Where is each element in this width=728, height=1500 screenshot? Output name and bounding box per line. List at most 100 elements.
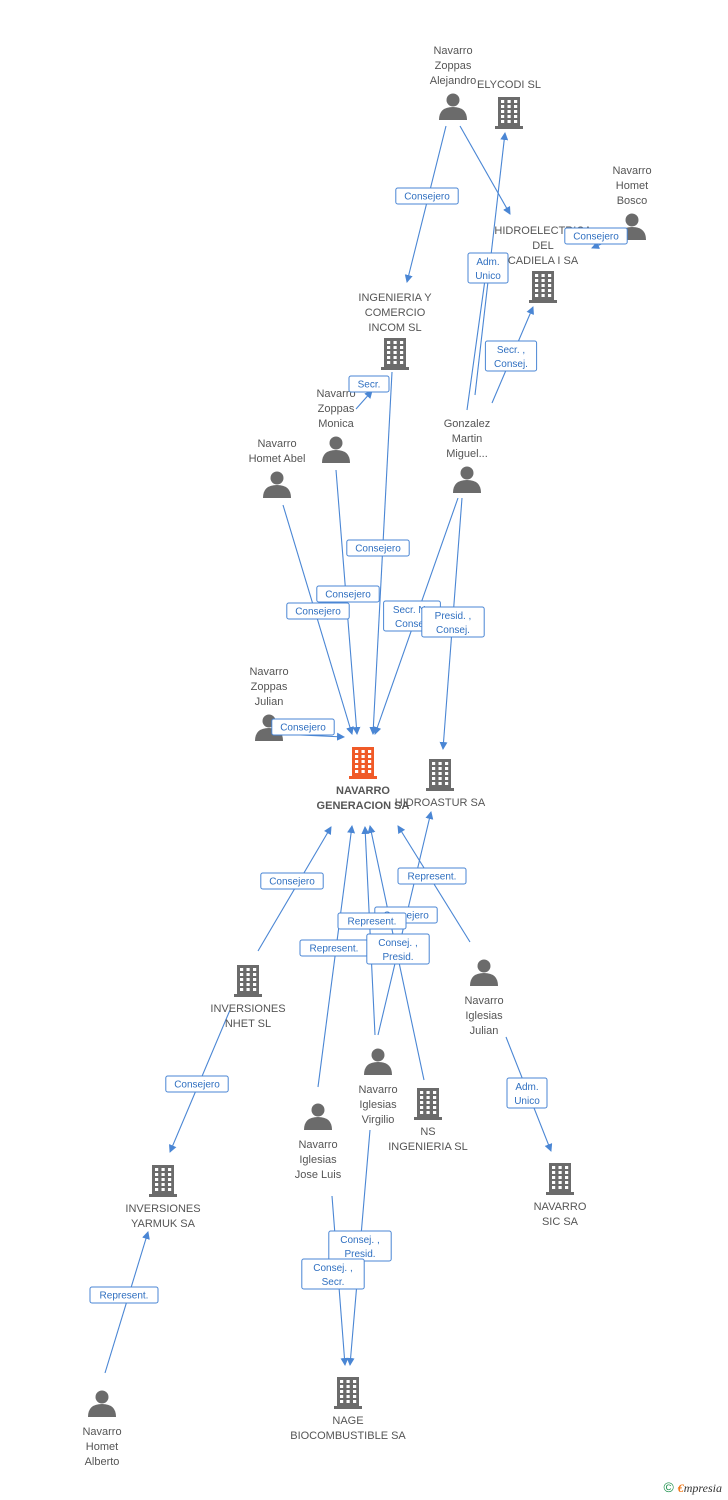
edge-label: Consejero xyxy=(165,1075,229,1093)
node-label-line: Bosco xyxy=(617,195,648,207)
node-label-line: INVERSIONES xyxy=(210,1003,285,1015)
edge-label-text: Represent. xyxy=(100,1291,149,1302)
node-label-line: NAGE xyxy=(332,1415,363,1427)
node-label-line: CADIELA I SA xyxy=(508,255,579,267)
node-label-line: INVERSIONES xyxy=(125,1203,200,1215)
node-label-line: Navarro xyxy=(298,1139,337,1151)
edge-label: Consejero xyxy=(271,718,335,736)
building-icon xyxy=(149,1165,177,1197)
person-icon xyxy=(322,436,350,463)
node-label-line: Monica xyxy=(318,418,354,430)
edge-label-text: Consejero xyxy=(280,723,326,734)
node-label-line: Martin xyxy=(452,433,483,445)
node-label-line: Homet Abel xyxy=(249,453,306,465)
copyright-symbol: © xyxy=(663,1479,674,1495)
building-icon xyxy=(381,338,409,370)
node-label-line: Navarro xyxy=(249,666,288,678)
node-label-line: Jose Luis xyxy=(295,1169,342,1181)
node-label-line: Julian xyxy=(255,696,284,708)
edge-label-text: Adm. xyxy=(515,1082,538,1093)
edge-label-text: Adm. xyxy=(476,257,499,268)
person-icon xyxy=(364,1048,392,1075)
edge-label-text: Secr. xyxy=(322,1277,345,1288)
edge-label: Consejero xyxy=(346,539,410,557)
edge-label: Consejero xyxy=(316,585,380,603)
node-label-line: Miguel... xyxy=(446,448,488,460)
edge-label-text: Represent. xyxy=(348,917,397,928)
edge-label-text: Presid. , xyxy=(435,611,472,622)
building-icon xyxy=(334,1377,362,1409)
node-label-line: COMERCIO xyxy=(365,307,426,319)
node-label-line: Navarro xyxy=(316,388,355,400)
person-icon xyxy=(263,471,291,498)
node-label-line: Iglesias xyxy=(299,1154,337,1166)
footer-brand[interactable]: ©€mpresia xyxy=(663,1479,722,1496)
node-elycodi[interactable]: ELYCODI SL xyxy=(477,79,541,129)
building-icon xyxy=(546,1163,574,1195)
node-label-line: NAVARRO xyxy=(534,1201,587,1213)
node-label-line: INGENIERIA Y xyxy=(358,292,432,304)
building-icon xyxy=(495,97,523,129)
edge-label-text: Secr. , xyxy=(497,345,525,356)
edge-label: Adm.Unico xyxy=(467,252,509,284)
node-label-line: ELYCODI SL xyxy=(477,79,541,91)
edge-label: Consejero xyxy=(564,227,628,245)
edge-label-text: Represent. xyxy=(310,944,359,955)
building-icon xyxy=(234,965,262,997)
edge-alejandro-hidroelectrica xyxy=(459,125,511,215)
edge-virgilio-main xyxy=(361,826,376,1036)
node-label-line: DEL xyxy=(532,240,553,252)
edge-label-text: Consejero xyxy=(174,1080,220,1091)
person-icon xyxy=(88,1390,116,1417)
node-label-line: HIDROASTUR SA xyxy=(395,797,486,809)
node-label-line: Julian xyxy=(470,1025,499,1037)
node-nage[interactable]: NAGE BIOCOMBUSTIBLE SA xyxy=(290,1377,406,1442)
edge-label: Secr. xyxy=(348,375,390,393)
node-label-line: BIOCOMBUSTIBLE SA xyxy=(290,1430,406,1442)
node-label-line: Navarro xyxy=(82,1426,121,1438)
empresia-logo: €mpresia xyxy=(677,1481,722,1495)
edge-label-text: Consej. xyxy=(436,625,470,636)
node-label-line: NS xyxy=(420,1126,435,1138)
node-label-line: Zoppas xyxy=(435,60,472,72)
edge-label-text: Consejero xyxy=(355,544,401,555)
edge-label: Represent. xyxy=(299,939,369,957)
node-label-line: Gonzalez xyxy=(444,418,490,430)
edge-label: Consejero xyxy=(286,602,350,620)
person-icon xyxy=(439,93,467,120)
node-hidroastur[interactable]: HIDROASTUR SA xyxy=(395,759,486,809)
edge-label-text: Consejero xyxy=(573,232,619,243)
edge-label: Consejero xyxy=(395,187,459,205)
building-icon xyxy=(426,759,454,791)
node-label-line: Alejandro xyxy=(430,75,476,87)
edge-label-text: Secr. No xyxy=(393,605,432,616)
node-label-line: Zoppas xyxy=(318,403,355,415)
edge-label: Consej. ,Presid. xyxy=(328,1230,392,1262)
node-gonzalez[interactable]: GonzalezMartinMiguel... xyxy=(444,418,490,493)
edge-monica-ingenieria_comercio xyxy=(355,390,373,410)
node-label-line: Homet xyxy=(86,1441,118,1453)
edge-label: Adm.Unico xyxy=(506,1077,548,1109)
edge-label-text: Represent. xyxy=(408,872,457,883)
edge-label-text: Consejero xyxy=(404,192,450,203)
node-label-line: Homet xyxy=(616,180,648,192)
edge-label-text: Secr. xyxy=(358,380,381,391)
building-icon xyxy=(529,271,557,303)
node-label-line: Iglesias xyxy=(359,1099,397,1111)
edge-label-text: Consejero xyxy=(295,607,341,618)
